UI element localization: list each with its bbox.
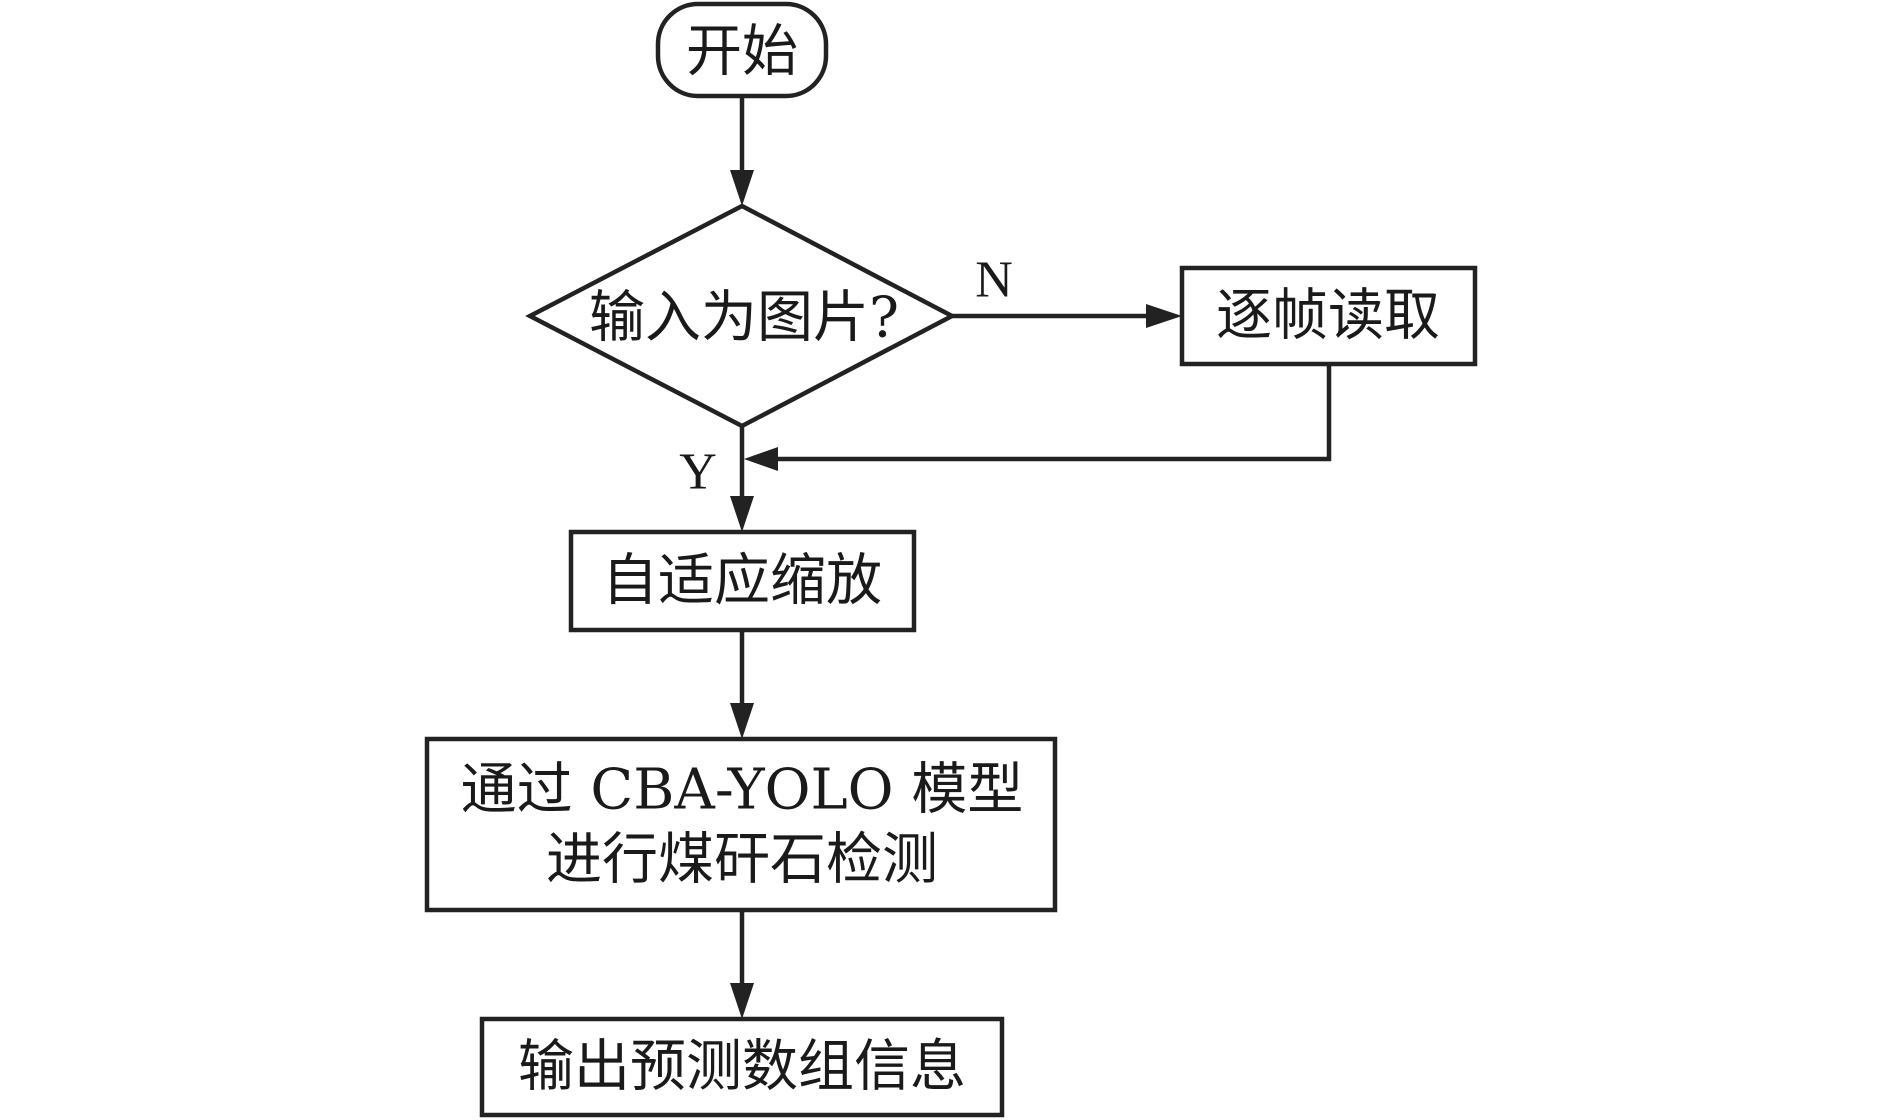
node-read-frames: 逐帧读取 [1179, 265, 1478, 367]
detect-label-line1: 通过 CBA-YOLO 模型 [461, 758, 1024, 823]
node-output: 输出预测数组信息 [479, 1016, 1005, 1118]
arrowhead-decision-to-read-frames [1146, 304, 1182, 328]
decision-diamond-shape [525, 203, 957, 429]
node-resize: 自适应缩放 [568, 529, 917, 633]
branch-yes-label: Y [679, 444, 717, 501]
resize-box [568, 529, 917, 633]
connector-read-frames-to-merge [778, 364, 1332, 462]
start-label: 开始 [686, 20, 798, 85]
arrowhead-decision-to-resize [730, 496, 754, 532]
start-terminator-shape [655, 1, 829, 99]
output-label: 输出预测数组信息 [518, 1035, 966, 1100]
read-frames-label: 逐帧读取 [1216, 284, 1440, 349]
branch-no-label: N [975, 252, 1013, 309]
decision-label: 输入为图片? [589, 286, 899, 351]
connectors [730, 96, 1332, 1019]
arrowhead-read-frames-to-merge [744, 447, 778, 471]
node-detect: 通过 CBA-YOLO 模型 进行煤矸石检测 [424, 736, 1058, 913]
arrowhead-detect-to-output [730, 983, 754, 1019]
output-box [479, 1016, 1005, 1118]
node-start: 开始 [655, 1, 829, 99]
node-decision: 输入为图片? [525, 203, 957, 429]
resize-label: 自适应缩放 [602, 549, 882, 614]
detect-box [424, 736, 1058, 913]
arrowhead-start-to-decision [730, 170, 754, 206]
arrowhead-resize-to-detect [730, 703, 754, 739]
read-frames-box [1179, 265, 1478, 367]
detect-label-line2: 进行煤矸石检测 [546, 828, 938, 893]
